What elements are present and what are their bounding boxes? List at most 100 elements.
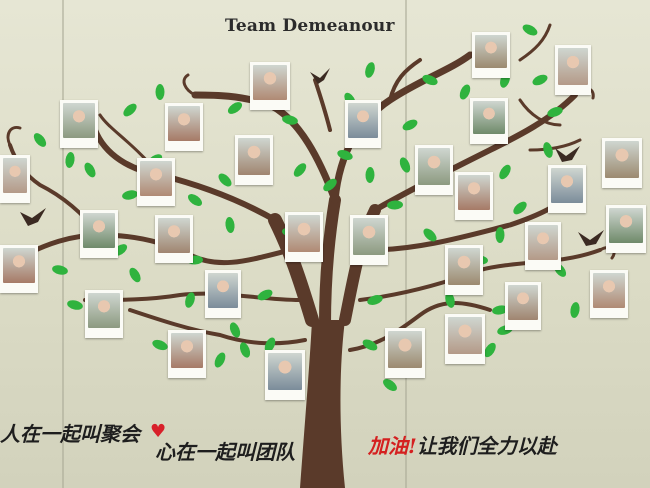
leaf — [218, 173, 232, 187]
slogan-right: 加油!让我们全力以赴 — [368, 430, 557, 459]
wall-panel-seam — [405, 0, 407, 488]
member-photo — [445, 314, 485, 364]
photo-image — [83, 213, 115, 248]
leaf — [152, 339, 168, 351]
leaf — [484, 342, 496, 358]
member-photo — [548, 165, 586, 213]
member-photo — [525, 222, 561, 270]
leaf — [123, 103, 137, 117]
member-photo — [285, 212, 323, 262]
leaf — [84, 162, 96, 178]
leaf — [362, 339, 378, 351]
leaf — [570, 302, 580, 318]
slogan-right-rest: 让我们全力以赴 — [416, 434, 557, 458]
leaf — [402, 119, 418, 131]
slogan-right-emphasis: 加油! — [368, 434, 417, 458]
leaf — [229, 322, 241, 338]
leaf — [422, 74, 438, 86]
leaf — [423, 228, 437, 242]
member-photo — [345, 100, 381, 148]
photo-image — [348, 103, 378, 138]
leaf — [495, 227, 505, 243]
photo-image — [448, 317, 482, 354]
member-photo — [455, 172, 493, 220]
wall-panel-seam — [62, 0, 64, 488]
leaf — [387, 200, 403, 210]
leaf — [129, 267, 141, 283]
member-photo — [137, 158, 175, 206]
photo-image — [171, 333, 203, 368]
photo-image — [458, 175, 490, 210]
member-photo — [85, 290, 123, 338]
leaf — [365, 167, 375, 183]
leaf — [547, 107, 563, 117]
leaf — [185, 292, 195, 308]
photo-image — [448, 248, 480, 285]
photo-image — [609, 208, 643, 243]
photo-image — [3, 158, 27, 193]
photo-image — [558, 48, 588, 85]
photo-image — [140, 161, 172, 196]
leaf — [365, 62, 375, 78]
leaf — [383, 378, 397, 392]
member-photo — [250, 62, 290, 110]
member-photo — [470, 98, 508, 144]
leaf — [257, 289, 273, 301]
photo-image — [268, 353, 302, 390]
photo-image — [593, 273, 625, 308]
leaf — [65, 152, 75, 168]
photo-image — [238, 138, 270, 175]
member-photo — [415, 145, 453, 195]
member-photo — [60, 100, 98, 148]
heart-icon: ♥ — [150, 421, 167, 442]
photo-image — [3, 248, 35, 283]
photo-image — [418, 148, 450, 185]
photo-image — [253, 65, 287, 100]
member-photo — [0, 245, 38, 293]
member-photo — [205, 270, 241, 318]
photo-image — [353, 218, 385, 255]
photo-image — [88, 293, 120, 328]
member-photo — [0, 155, 30, 203]
photo-image — [528, 225, 558, 260]
photo-image — [551, 168, 583, 203]
photo-image — [508, 285, 538, 320]
member-photo — [165, 103, 203, 151]
leaf — [532, 74, 548, 86]
leaf — [33, 133, 47, 147]
member-photo — [385, 328, 425, 378]
member-photo — [168, 330, 206, 378]
leaf — [122, 190, 138, 200]
leaf — [522, 24, 538, 36]
leaf — [225, 217, 235, 233]
photo-image — [288, 215, 320, 252]
leaf — [67, 300, 83, 310]
leaf — [513, 201, 527, 215]
photo-image — [605, 141, 639, 178]
leaf — [227, 102, 243, 114]
leaf — [282, 115, 298, 125]
leaf — [155, 84, 165, 100]
photo-image — [473, 101, 505, 134]
photo-image — [158, 218, 190, 253]
member-photo — [505, 282, 541, 330]
member-photo — [350, 215, 388, 265]
member-photo — [265, 350, 305, 400]
member-photo — [445, 245, 483, 295]
photo-image — [168, 106, 200, 141]
member-photo — [80, 210, 118, 258]
member-photo — [155, 215, 193, 263]
photo-image — [63, 103, 95, 138]
member-photo — [602, 138, 642, 188]
leaf — [214, 352, 226, 368]
leaf — [543, 142, 553, 158]
member-photo — [590, 270, 628, 318]
leaf — [293, 163, 307, 177]
leaf — [367, 295, 383, 305]
leaf — [264, 337, 276, 353]
leaf — [492, 305, 508, 315]
leaf — [52, 265, 68, 275]
member-photo — [472, 32, 510, 78]
leaf — [459, 84, 471, 100]
